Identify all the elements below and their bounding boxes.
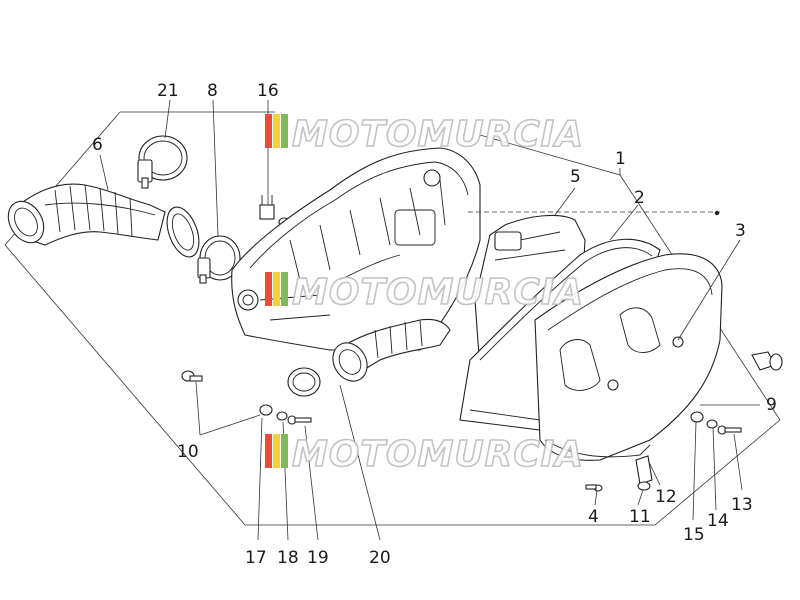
breather-fitting bbox=[751, 351, 783, 371]
watermark-stripe-yellow bbox=[273, 114, 280, 148]
callout-10: 10 bbox=[177, 442, 199, 462]
watermark-text: MOTOMURCIA bbox=[292, 272, 584, 313]
watermark-top: MOTOMURCIA bbox=[265, 113, 584, 156]
callout-14: 14 bbox=[707, 511, 729, 531]
washer-18 bbox=[276, 411, 288, 421]
leader-lines bbox=[99, 99, 760, 541]
callout-4: 4 bbox=[588, 507, 599, 527]
screw-10-a bbox=[181, 370, 203, 382]
callout-21: 21 bbox=[157, 81, 179, 101]
washer-17 bbox=[259, 404, 273, 416]
callout-2: 2 bbox=[634, 188, 645, 208]
intake-duct bbox=[7, 183, 200, 258]
watermark-bottom: MOTOMURCIA bbox=[265, 433, 584, 476]
outlet-clamp bbox=[287, 367, 321, 397]
callout-1: 1 bbox=[615, 149, 626, 169]
callout-labels: 21 8 16 6 1 5 2 3 9 10 12 13 4 11 14 15 … bbox=[92, 81, 777, 568]
callout-18: 18 bbox=[277, 548, 299, 568]
watermark-stripe-green bbox=[281, 272, 288, 306]
outlet-hose bbox=[332, 318, 451, 382]
watermark-stripe-yellow bbox=[273, 272, 280, 306]
hose-clamp-21 bbox=[137, 135, 188, 189]
callout-20: 20 bbox=[369, 548, 391, 568]
watermark-stripe-yellow bbox=[273, 434, 280, 468]
watermark-middle: MOTOMURCIA bbox=[265, 271, 584, 314]
filter-housing-shell bbox=[231, 147, 481, 351]
callout-16: 16 bbox=[257, 81, 279, 101]
callout-17: 17 bbox=[245, 548, 267, 568]
callout-19: 19 bbox=[307, 548, 329, 568]
washer-14 bbox=[706, 419, 718, 429]
callout-9: 9 bbox=[766, 395, 777, 415]
callout-6: 6 bbox=[92, 135, 103, 155]
watermark-text: MOTOMURCIA bbox=[292, 114, 584, 155]
washer-15 bbox=[690, 411, 704, 423]
callout-5: 5 bbox=[570, 167, 581, 187]
screw-19 bbox=[287, 415, 312, 425]
drain-tube-11 bbox=[635, 455, 653, 491]
screw-4 bbox=[585, 484, 603, 492]
callout-12: 12 bbox=[655, 487, 677, 507]
callout-13: 13 bbox=[731, 495, 753, 515]
watermark-stripe-red bbox=[265, 434, 272, 468]
watermark-stripe-green bbox=[281, 434, 288, 468]
watermark-stripe-red bbox=[265, 272, 272, 306]
reference-dot bbox=[714, 210, 720, 216]
callout-3: 3 bbox=[735, 221, 746, 241]
filter-cover bbox=[534, 253, 723, 461]
hose-clamp-8 bbox=[197, 235, 241, 284]
callout-15: 15 bbox=[683, 525, 705, 545]
watermark-text: MOTOMURCIA bbox=[292, 434, 584, 475]
callout-8: 8 bbox=[207, 81, 218, 101]
screw-13 bbox=[717, 425, 742, 435]
watermark-stripe-green bbox=[281, 114, 288, 148]
callout-11: 11 bbox=[629, 507, 651, 527]
watermark-stripe-red bbox=[265, 114, 272, 148]
